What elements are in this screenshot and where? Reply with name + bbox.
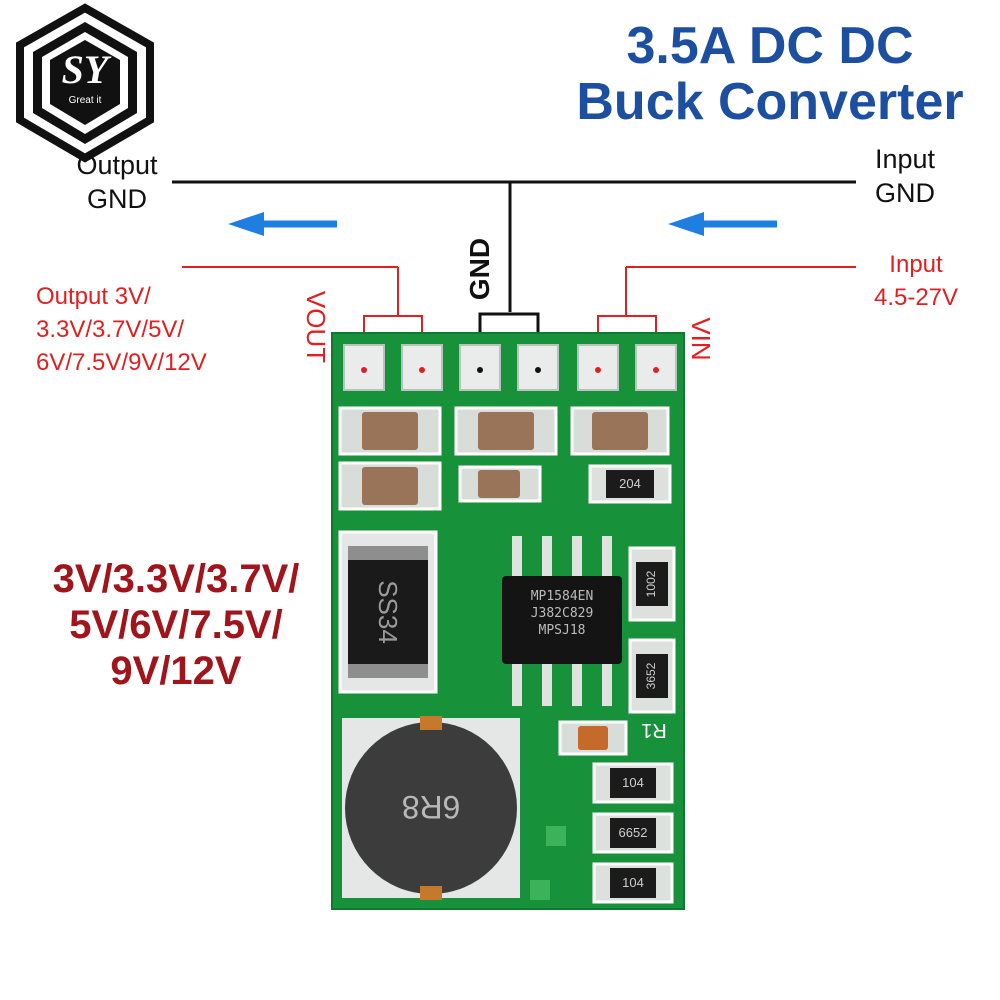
title-line-2: Buck Converter [576, 73, 964, 131]
resistor-1002: 1002 [644, 570, 658, 598]
input-gnd-label: Input GND [874, 144, 936, 208]
ic-line-1: MP1584EN [530, 589, 594, 604]
output-arrow-icon [228, 212, 337, 236]
ic-line-3: MPSJ18 [538, 623, 586, 638]
resistor-6652: 6652 [618, 825, 648, 840]
diode-marking: SS34 [373, 580, 403, 644]
resistor-204: 204 [619, 476, 641, 491]
title-line-1: 3.5A DC DC [626, 17, 914, 75]
page-title: 3.5A DC DC Buck Converter [560, 18, 980, 130]
resistor-104-a: 104 [622, 775, 644, 790]
input-range-label: Input 4.5-27V [873, 251, 959, 311]
resistor-3652: 3652 [644, 662, 658, 690]
resistor-104-b: 104 [622, 875, 644, 890]
ic-line-2: J382C829 [530, 606, 594, 621]
logo-tagline: Great it [68, 95, 102, 106]
inductor-marking: 6R8 [401, 789, 461, 825]
input-arrow-icon [668, 212, 777, 236]
logo-letters: SY [61, 47, 109, 92]
r1-label: R1 [641, 719, 667, 741]
output-voltage-label: Output 3V/ 3.3V/3.7V/5V/ 6V/7.5V/9V/12V [36, 283, 207, 376]
voltage-list: 3V/3.3V/3.7V/ 5V/6V/7.5V/ 9V/12V [52, 557, 300, 693]
output-gnd-label: Output GND [76, 150, 158, 214]
vout-pin-label: VOUT [301, 290, 331, 364]
ic-marking: MP1584EN J382C829 MPSJ18 [502, 588, 622, 639]
gnd-pin-label: GND [464, 237, 495, 301]
vin-pin-label: VIN [686, 317, 716, 361]
